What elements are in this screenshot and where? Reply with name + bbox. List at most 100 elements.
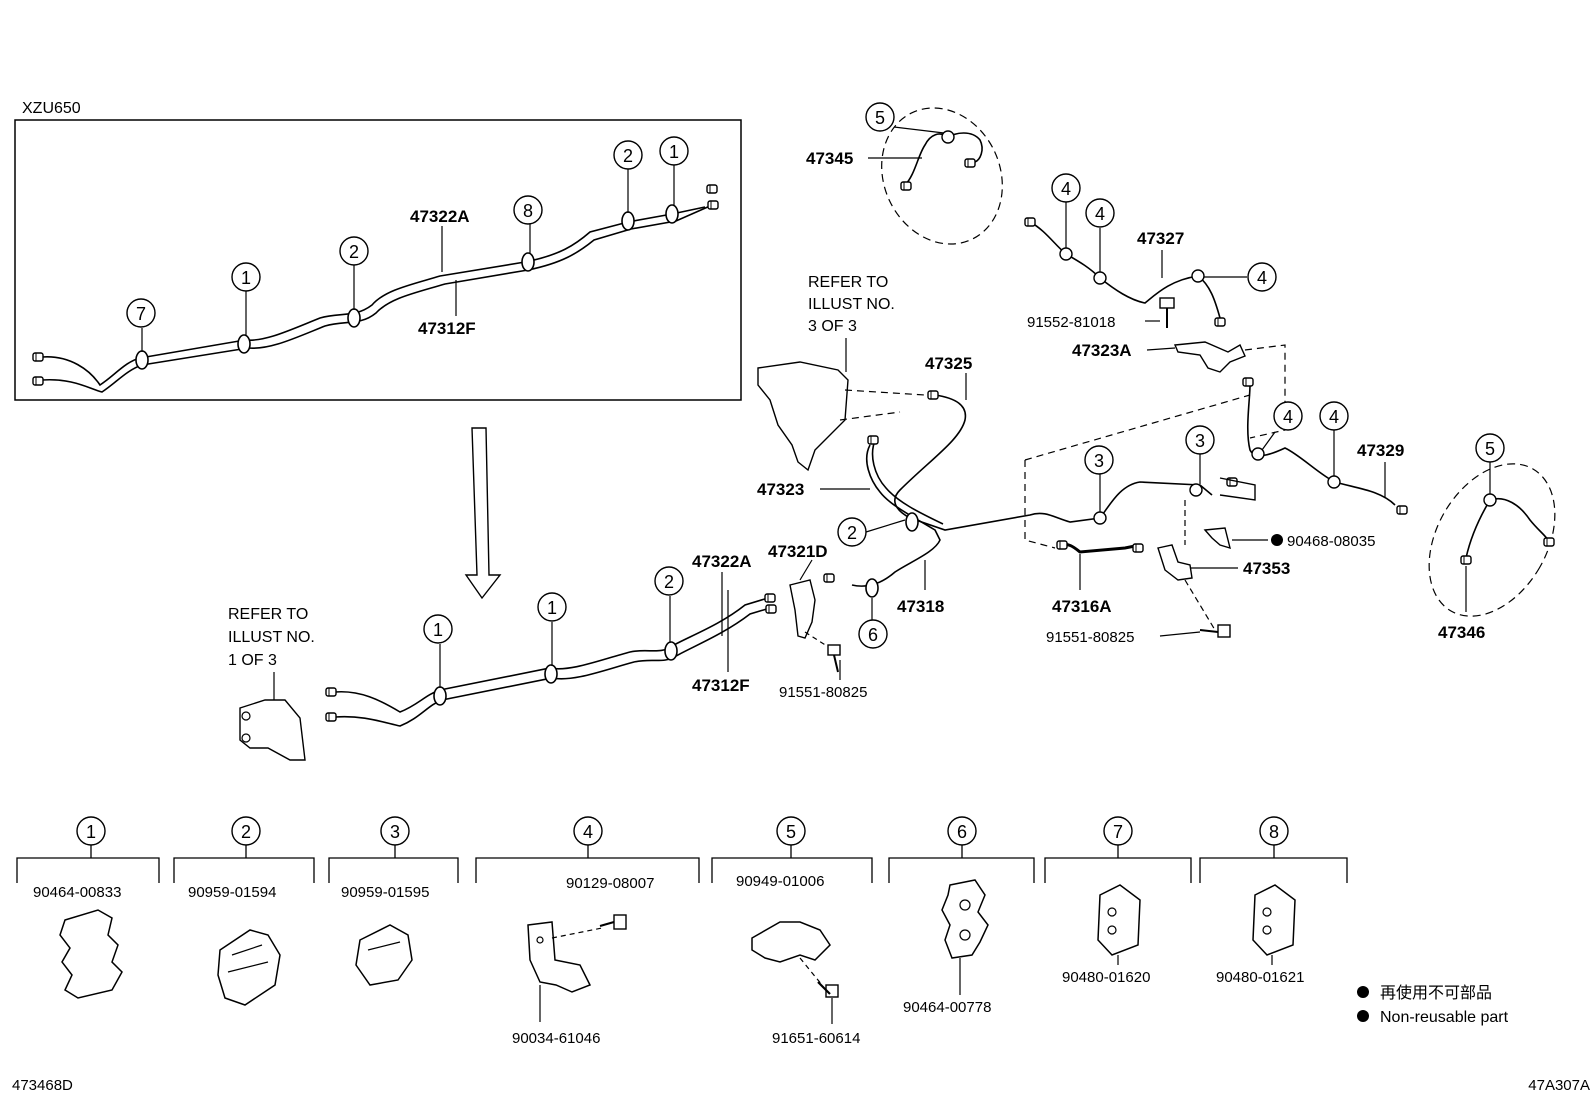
callout-1: [423, 614, 453, 644]
main-pipe: [334, 597, 771, 727]
svg-text:4: 4: [1329, 407, 1339, 427]
inset-callouts: 7 1 2 8 2 1: [126, 136, 689, 328]
refer-note-1-line1: REFER TO: [228, 606, 308, 623]
fitting-icon: [1214, 317, 1226, 327]
inset-label-47312f: 47312F: [418, 319, 476, 338]
non-reusable-dot: [1271, 534, 1283, 546]
inset-clamp-1-icon: [665, 204, 679, 224]
clamp-1-icon: [433, 686, 447, 706]
svg-text:4: 4: [583, 822, 593, 842]
bolt-icon: [1159, 297, 1175, 328]
detail-ellipse: [1428, 463, 1556, 617]
inset-flare-nut-icon: [707, 200, 719, 210]
label-47312f: 47312F: [692, 676, 750, 695]
part-90959-01594: 90959-01594: [188, 884, 276, 901]
flare-nut-icon: [325, 712, 337, 722]
label-91551-80825-right: 91551-80825: [1046, 629, 1134, 646]
fitting-icon: [1460, 555, 1472, 565]
svg-text:4: 4: [1095, 204, 1105, 224]
svg-text:5: 5: [1485, 439, 1495, 459]
svg-text:1: 1: [86, 822, 96, 842]
flare-nut-icon: [764, 593, 776, 603]
refer-note-1-line2: ILLUST NO.: [228, 629, 315, 646]
junction-bracket: [757, 361, 849, 472]
part-90464-00833: 90464-00833: [33, 884, 121, 901]
bracket-47353: [1157, 544, 1193, 581]
label-47323: 47323: [757, 480, 804, 499]
inset-label-47322a: 47322A: [410, 207, 470, 226]
label-47325: 47325: [925, 354, 972, 373]
svg-text:3: 3: [1195, 431, 1205, 451]
label-91551-80825-left: 91551-80825: [779, 684, 867, 701]
svg-text:1: 1: [669, 142, 679, 162]
inset-clamp-2-icon: [347, 308, 361, 328]
label-47318: 47318: [897, 597, 944, 616]
fitting-icon: [1396, 505, 1408, 515]
svg-text:2: 2: [241, 822, 251, 842]
inset-clamp-2-icon: [621, 211, 635, 231]
fitting-icon: [1056, 540, 1068, 550]
clamp-2-icon: [664, 641, 678, 661]
svg-text:4: 4: [1283, 407, 1293, 427]
refer-note-1-line3: 1 OF 3: [228, 652, 277, 669]
svg-text:3: 3: [390, 822, 400, 842]
fitting-icon: [927, 390, 939, 400]
callout-1: [537, 592, 567, 622]
label-47321d: 47321D: [768, 542, 828, 561]
svg-text:2: 2: [664, 572, 674, 592]
part-90129-08007: 90129-08007: [566, 875, 654, 892]
callout-2: [837, 517, 867, 547]
bolt-icon: [827, 644, 841, 673]
callout-4: [1273, 401, 1303, 431]
part-90480-01620: 90480-01620: [1062, 969, 1150, 986]
pipe-47325: [894, 394, 1213, 531]
clamp-6-icon: [865, 578, 879, 598]
junction-block: [239, 699, 306, 761]
legend-jp: 再使用不可部品: [1380, 984, 1492, 1002]
hose-47329: [1246, 384, 1396, 506]
label-47322a: 47322A: [692, 552, 752, 571]
model-label: XZU650: [22, 100, 81, 117]
bracket-47323a: [1173, 341, 1246, 373]
label-47353: 47353: [1243, 559, 1290, 578]
refer-note-3-line2: ILLUST NO.: [808, 296, 895, 313]
callout-2: [654, 566, 684, 596]
fitting-icon: [867, 435, 879, 445]
refer-note-3-line3: 3 OF 3: [808, 318, 857, 335]
refer-note-3-line1: REFER TO: [808, 274, 888, 291]
direction-arrow-icon: [464, 427, 502, 600]
clamp-icon: [905, 512, 919, 532]
label-90468-08035: 90468-08035: [1287, 533, 1375, 550]
hose-47327: [1029, 221, 1221, 319]
fitting-icon: [1543, 537, 1555, 547]
callout-4: [1085, 198, 1115, 228]
legend-en: Non-reusable part: [1380, 1009, 1509, 1026]
callout-3: [1185, 425, 1215, 455]
svg-text:6: 6: [868, 625, 878, 645]
fitting-icon: [823, 573, 835, 583]
callout-6: [858, 619, 888, 649]
clip-icon: [1203, 527, 1231, 550]
callout-4: [1319, 401, 1349, 431]
legend-dot: [1357, 986, 1369, 998]
label-47345: 47345: [806, 149, 853, 168]
detail-ellipse: [881, 107, 1003, 245]
flare-nut-icon: [325, 687, 337, 697]
pipe-47323: [851, 444, 941, 587]
fitting-icon: [1132, 543, 1144, 553]
svg-text:1: 1: [241, 268, 251, 288]
callout-5: [865, 102, 895, 132]
svg-text:4: 4: [1061, 179, 1071, 199]
svg-text:1: 1: [547, 598, 557, 618]
hose-47316a: [1059, 542, 1141, 554]
legend-dot: [1357, 1010, 1369, 1022]
callout-3: [1084, 445, 1114, 475]
clamp-legend: 1 90464-00833 2 90959-01594 3 90959-0159…: [16, 816, 1348, 1047]
label-47323a: 47323A: [1072, 341, 1132, 360]
svg-text:4: 4: [1257, 268, 1267, 288]
callout-4: [1051, 173, 1081, 203]
svg-text:5: 5: [786, 822, 796, 842]
svg-text:2: 2: [349, 242, 359, 262]
flare-nut-icon: [765, 604, 777, 614]
